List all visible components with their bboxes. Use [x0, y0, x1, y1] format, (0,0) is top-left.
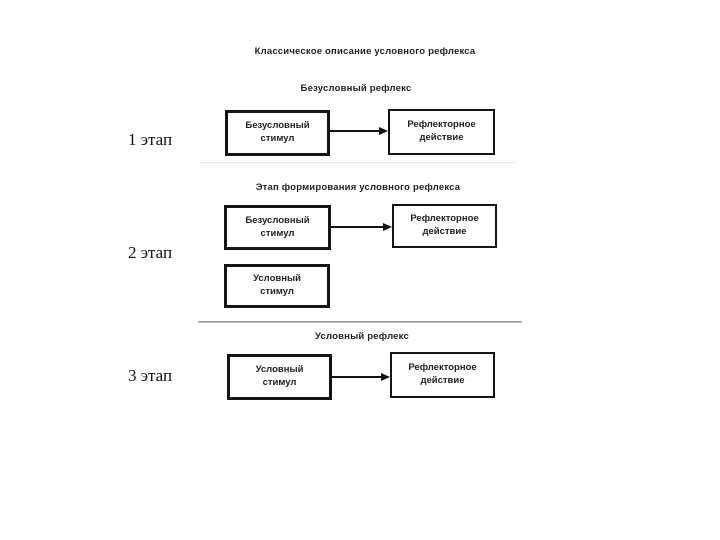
box-stage3-conditioned-stimulus: Условный стимул — [227, 354, 332, 400]
arrow-head-icon — [379, 127, 388, 135]
arrow-line — [331, 226, 386, 228]
box-stage1-unconditioned-stimulus: Безусловный стимул — [225, 110, 330, 156]
section-unconditioned-header: Безусловный рефлекс — [300, 83, 412, 94]
arrow-stage2-stimulus-to-action — [331, 223, 392, 231]
diagram-title: Классическое описание условного рефлекса — [254, 46, 476, 57]
stage-2-label: 2 этап — [128, 243, 173, 262]
box-stage2-conditioned-stimulus: Условный стимул — [224, 264, 330, 308]
arrow-stage3-stimulus-to-action — [332, 373, 390, 381]
arrow-head-icon — [381, 373, 390, 381]
box-stage2-unconditioned-stimulus: Безусловный стимул — [224, 205, 331, 250]
stage-3-label: 3 этап — [128, 366, 173, 385]
section-divider — [198, 321, 522, 323]
box-stage3-reflex-action: Рефлекторное действие — [390, 352, 495, 398]
arrow-line — [330, 130, 382, 132]
arrow-head-icon — [383, 223, 392, 231]
box-stage1-reflex-action: Рефлекторное действие — [388, 109, 495, 155]
arrow-stage1-stimulus-to-action — [330, 127, 388, 135]
box-stage2-reflex-action: Рефлекторное действие — [392, 204, 497, 248]
arrow-line — [332, 376, 384, 378]
section-conditioned-header: Условный рефлекс — [315, 331, 409, 342]
section-separator-faint — [200, 162, 515, 163]
stage-1-label: 1 этап — [128, 130, 173, 149]
section-formation-header: Этап формирования условного рефлекса — [255, 182, 461, 193]
